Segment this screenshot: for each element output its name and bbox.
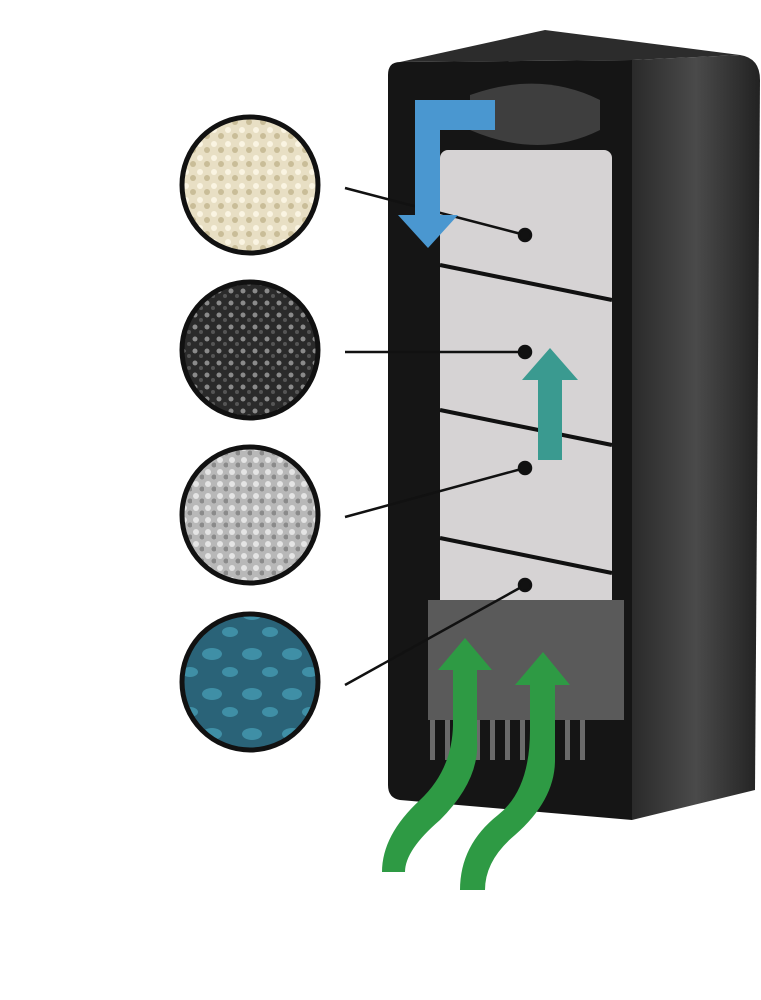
- layer-divider: [439, 263, 613, 302]
- dark-granules-icon: [179, 279, 321, 421]
- blue-sponge-icon: [179, 611, 321, 753]
- flow-out-arrow-icon: [398, 100, 495, 248]
- flow-in-arrow-icon: [382, 638, 492, 872]
- leader-lines: [344, 186, 533, 687]
- layer-divider: [439, 536, 613, 575]
- white-granules-icon: [179, 114, 321, 256]
- layer-divider: [439, 408, 613, 447]
- flow-in-arrow-icon: [460, 652, 570, 890]
- flow-mid-arrow-icon: [522, 348, 578, 460]
- gray-gravel-icon: [179, 444, 321, 586]
